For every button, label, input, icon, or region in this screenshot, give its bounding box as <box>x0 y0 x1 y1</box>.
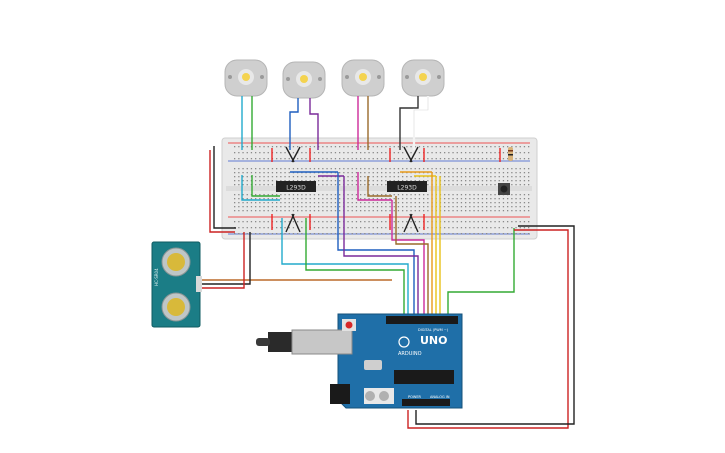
ic-left-label: L293D <box>286 185 306 192</box>
jumper-wires <box>241 146 501 233</box>
ic-right-label: L293D <box>397 185 417 192</box>
arduino-logo-icon <box>398 336 410 348</box>
arduino-digital-label: DIGITAL (PWM ~) <box>418 328 449 332</box>
motor-1[interactable] <box>224 59 268 97</box>
ultrasonic-sensor[interactable]: HC-SR04 <box>151 241 202 328</box>
arduino-brand-label: ARDUINO <box>398 351 422 357</box>
arduino-uno[interactable]: UNO ARDUINO DIGITAL (PWM ~) POWER ANALOG… <box>256 313 463 409</box>
sensor-brand-label: HC-SR04 <box>154 268 159 286</box>
motor-2[interactable] <box>282 61 326 99</box>
arduino-analog-label: ANALOG IN <box>430 395 450 399</box>
arduino-model-label: UNO <box>420 334 448 347</box>
motor-wires <box>241 96 430 150</box>
arduino-power-label: POWER <box>408 395 422 399</box>
motor-3[interactable] <box>341 59 385 97</box>
breadboard[interactable] <box>221 137 538 240</box>
push-button[interactable] <box>498 183 510 195</box>
ic-left[interactable]: L293D <box>276 181 316 192</box>
ic-right[interactable]: L293D <box>387 181 427 192</box>
resistor[interactable] <box>508 147 513 161</box>
motor-4[interactable] <box>401 59 445 97</box>
signal-wires <box>200 146 575 429</box>
